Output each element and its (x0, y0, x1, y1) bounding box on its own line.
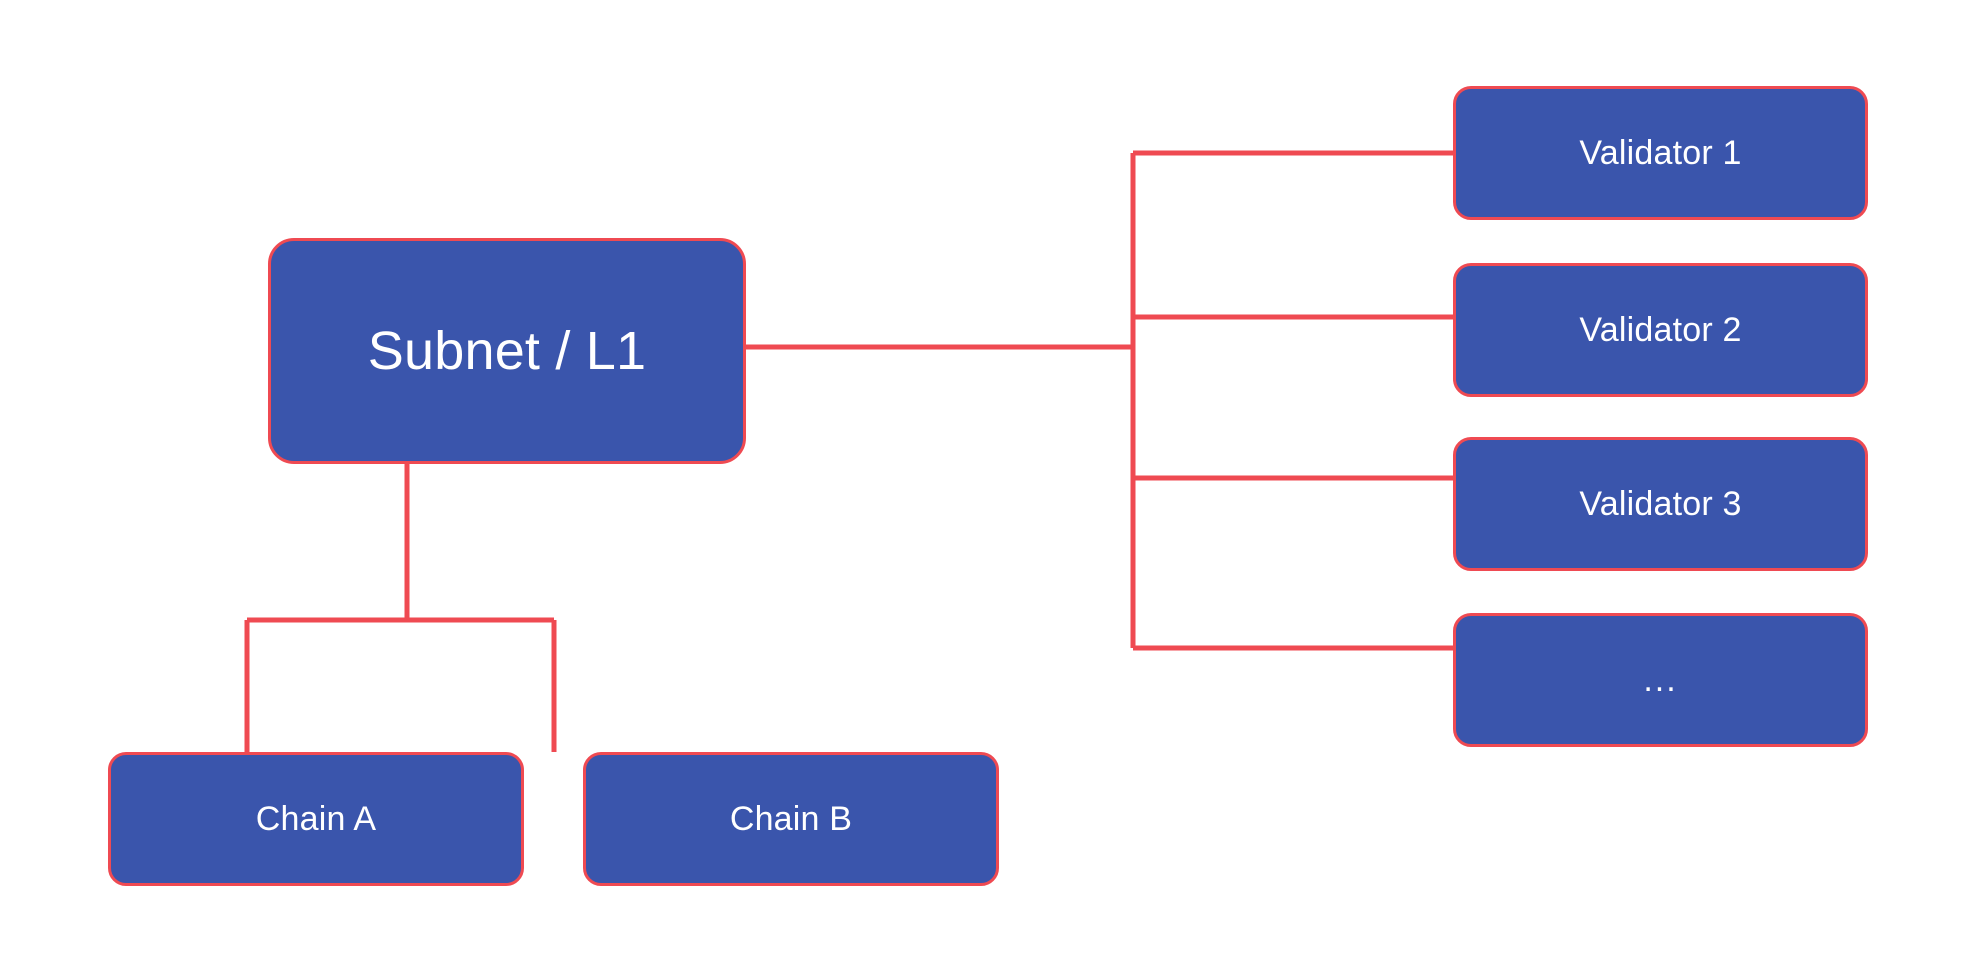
node-label: Chain A (255, 800, 377, 838)
node-chain-b[interactable]: Chain B (583, 752, 999, 886)
node-validator-1[interactable]: Validator 1 (1453, 86, 1868, 220)
node-validator-2[interactable]: Validator 2 (1453, 263, 1868, 397)
node-validator-more[interactable]: ... (1453, 613, 1868, 747)
node-label: ... (1643, 661, 1678, 699)
node-label: Validator 1 (1579, 134, 1742, 172)
node-label: Subnet / L1 (367, 321, 647, 381)
node-label: Validator 2 (1579, 311, 1742, 349)
node-label: Chain B (729, 800, 853, 838)
node-subnet-l1[interactable]: Subnet / L1 (268, 238, 746, 464)
node-validator-3[interactable]: Validator 3 (1453, 437, 1868, 571)
node-label: Validator 3 (1579, 485, 1742, 523)
node-chain-a[interactable]: Chain A (108, 752, 524, 886)
